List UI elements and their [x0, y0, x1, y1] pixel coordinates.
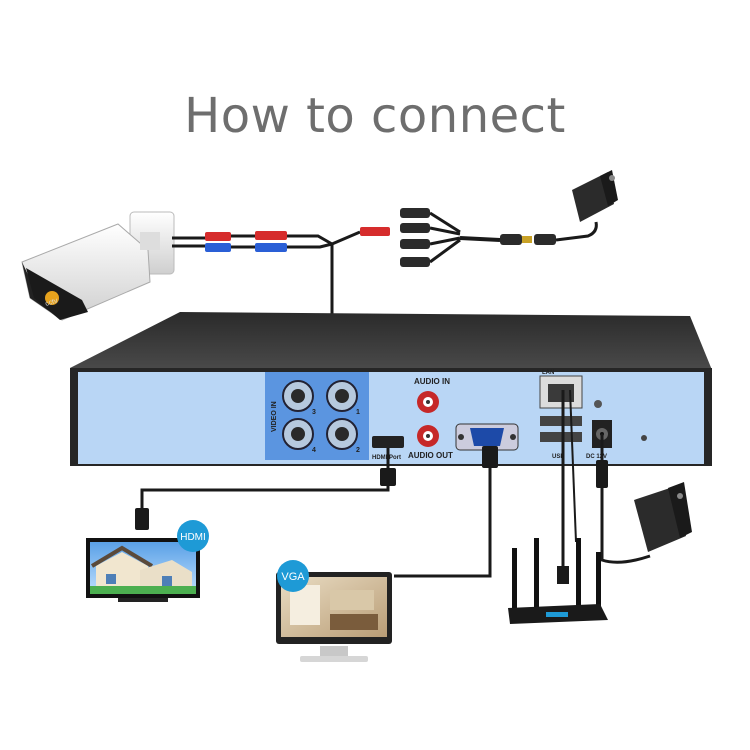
rca-port-icon: [417, 425, 439, 447]
hdmi-plug-icon: [135, 508, 149, 530]
ground-screw-icon: [641, 435, 647, 441]
svg-text:HDMI: HDMI: [180, 532, 206, 543]
lan-port-icon: [540, 376, 582, 408]
vga-badge: VGA: [277, 560, 309, 592]
video-in-panel: VIDEO IN 3 1 4 2: [265, 372, 369, 460]
channel-label: 2: [356, 447, 360, 454]
camera-icon: cctv: [22, 212, 174, 320]
power-adapter-icon: [572, 170, 618, 222]
hdmi-port-icon: [372, 436, 404, 448]
bnc-port-icon: [327, 419, 357, 449]
vga-cable: [394, 450, 490, 576]
rca-port-icon: [417, 391, 439, 413]
channel-label: 3: [312, 409, 316, 416]
dvr-rear-panel: [78, 372, 704, 464]
lan-label: LAN: [542, 370, 554, 376]
svg-text:VGA: VGA: [281, 571, 305, 583]
bnc-port-icon: [283, 419, 313, 449]
audio-in-label: AUDIO IN: [414, 377, 450, 386]
audio-out-label: AUDIO OUT: [408, 451, 453, 460]
power-switch-icon: [594, 400, 602, 408]
hdmi-badge: HDMI: [177, 520, 209, 552]
channel-label: 4: [312, 447, 316, 454]
bnc-port-icon: [283, 381, 313, 411]
bnc-port-icon: [327, 381, 357, 411]
dc-label: DC 12V: [586, 454, 607, 460]
video-in-label: VIDEO IN: [271, 401, 278, 432]
channel-label: 1: [356, 409, 360, 416]
power-splitter-icon: [400, 208, 596, 267]
power-adapter-icon: [634, 482, 692, 552]
